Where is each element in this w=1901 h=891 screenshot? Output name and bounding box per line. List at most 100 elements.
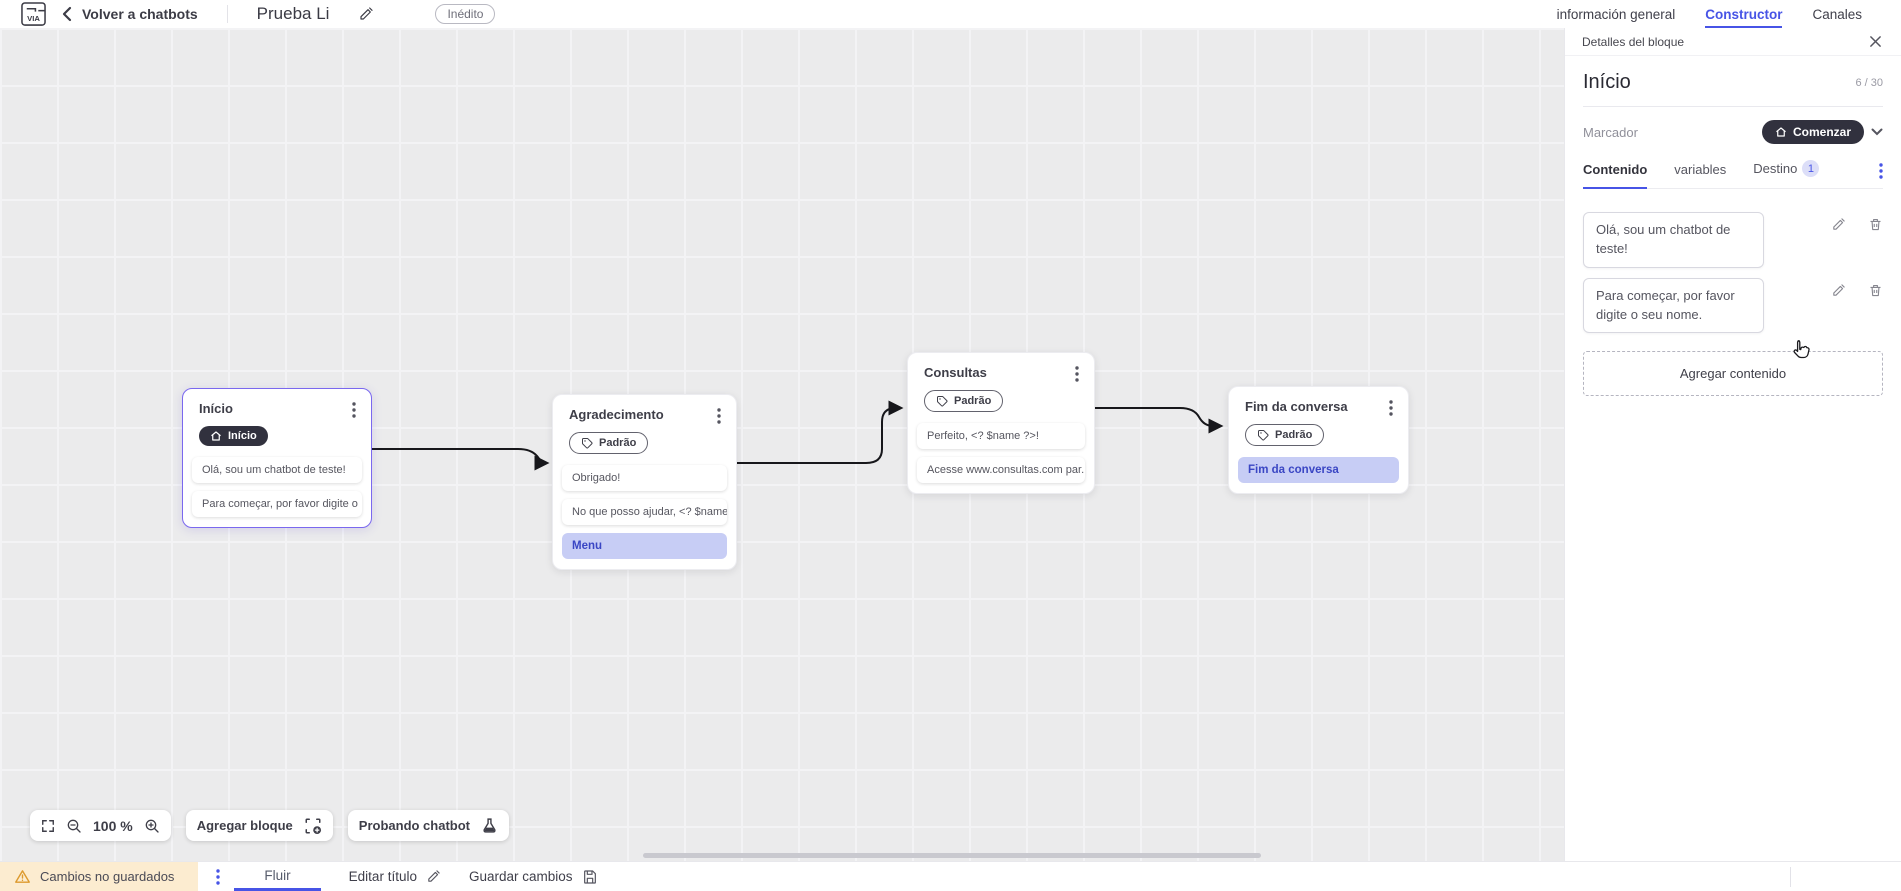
content-item: Para começar, por favor digite o seu nom… [1583, 277, 1883, 334]
flow-block-consultas[interactable]: Consultas Padrão Perfeito, <? $name ?>! … [907, 352, 1095, 494]
close-icon[interactable] [1869, 35, 1882, 48]
tab-constructor[interactable]: Constructor [1705, 0, 1783, 28]
app-logo-icon: VIA [20, 1, 47, 27]
add-block-label: Agregar bloque [196, 818, 293, 833]
zoom-in-icon[interactable] [144, 818, 160, 834]
tab-destino[interactable]: Destino 1 [1753, 160, 1820, 189]
block-title: Início [199, 401, 233, 416]
canvas-horizontal-scrollbar[interactable] [643, 853, 1261, 858]
tag-icon [581, 437, 593, 449]
tab-label: Contenido [1583, 162, 1648, 177]
zoom-level: 100 % [93, 817, 133, 834]
trash-icon[interactable] [1868, 283, 1883, 298]
block-title: Agradecimento [569, 407, 664, 422]
marker-select[interactable]: Comenzar [1761, 120, 1883, 144]
bottom-bar: Cambios no guardados Fluir Editar título… [0, 861, 1901, 891]
marker-value: Comenzar [1792, 125, 1851, 139]
edit-title-icon[interactable] [358, 6, 374, 22]
block-menu-icon[interactable] [1072, 365, 1082, 383]
edit-title-label: Editar título [348, 869, 417, 884]
panel-header: Detalles del bloque [1565, 28, 1901, 56]
content-message[interactable]: Olá, sou um chatbot de teste! [1583, 212, 1764, 268]
tag-icon [936, 395, 948, 407]
block-end-row[interactable]: Fim da conversa [1238, 457, 1399, 483]
edit-pencil-icon [426, 869, 441, 884]
back-label: Volver a chatbots [82, 6, 198, 22]
block-marker-label: Início [228, 430, 257, 442]
tab-canales[interactable]: Canales [1812, 6, 1862, 22]
panel-body: Início 6 / 30 Marcador Comenzar [1565, 56, 1901, 397]
flow-menu-icon[interactable] [216, 862, 221, 891]
chevron-down-icon [1871, 128, 1883, 136]
block-title: Consultas [924, 365, 987, 380]
tab-variables[interactable]: variables [1674, 162, 1726, 189]
unsaved-changes-label: Cambios no guardados [40, 869, 175, 884]
test-chatbot-label: Probando chatbot [358, 818, 470, 833]
flow-canvas[interactable]: Início Início Olá, sou um chatbot de tes… [0, 28, 1564, 861]
test-chatbot-button[interactable]: Probando chatbot [347, 810, 509, 841]
block-message-row[interactable]: Para começar, por favor digite o ... [192, 491, 362, 517]
add-block-button[interactable]: Agregar bloque [185, 810, 333, 841]
warning-icon [14, 868, 31, 885]
save-changes-button[interactable]: Guardar cambios [469, 862, 598, 891]
marker-label: Marcador [1583, 124, 1638, 140]
content-item: Olá, sou um chatbot de teste! [1583, 212, 1883, 268]
panel-tabs-menu-icon[interactable] [1879, 163, 1883, 188]
flask-icon [481, 817, 498, 834]
block-marker-label: Padrão [1275, 429, 1313, 441]
block-details-panel: Detalles del bloque Início 6 / 30 Marcad… [1564, 28, 1901, 861]
fullscreen-icon[interactable] [41, 819, 55, 833]
flow-tab[interactable]: Fluir [234, 862, 321, 891]
block-menu-icon[interactable] [349, 401, 359, 419]
main-nav-tabs: información general Constructor Canales [1557, 0, 1862, 28]
status-badge: Inédito [435, 4, 496, 24]
block-message-row[interactable]: Olá, sou um chatbot de teste! [192, 457, 362, 483]
save-changes-label: Guardar cambios [468, 869, 573, 884]
bottom-bar-divider [1790, 867, 1791, 887]
house-icon [210, 430, 222, 442]
block-message-row[interactable]: Obrigado! [562, 465, 727, 491]
block-marker-pill: Padrão [1245, 424, 1325, 446]
trash-icon[interactable] [1868, 217, 1883, 232]
back-to-chatbots[interactable]: Volver a chatbots [62, 6, 198, 22]
canvas-toolbar: 100 % Agregar bloque [30, 810, 509, 841]
header-left: VIA Volver a chatbots Prueba Li Inédito [20, 1, 496, 27]
flow-block-agradecimento[interactable]: Agradecimento Padrão Obrigado! No que po… [552, 394, 737, 570]
block-menu-icon[interactable] [1386, 399, 1396, 417]
block-marker-pill: Início [199, 426, 268, 446]
block-name: Início [1583, 71, 1631, 93]
panel-tabs: Contenido variables Destino 1 [1583, 160, 1883, 189]
edit-title-button[interactable]: Editar título [349, 862, 441, 891]
marker-value-pill: Comenzar [1761, 120, 1864, 144]
unsaved-changes-chip: Cambios no guardados [0, 862, 199, 891]
header-divider [226, 5, 228, 23]
content-message[interactable]: Para começar, por favor digite o seu nom… [1583, 277, 1764, 334]
main-area: Início Início Olá, sou um chatbot de tes… [0, 28, 1901, 861]
block-message-row[interactable]: Acesse www.consultas.com par... [917, 457, 1085, 483]
block-message-row[interactable]: No que posso ajudar, <? $name ... [562, 499, 727, 525]
block-message-row[interactable]: Perfeito, <? $name ?>! [917, 423, 1085, 449]
block-title: Fim da conversa [1245, 399, 1348, 414]
chatbot-title: Prueba Li [256, 4, 330, 23]
flow-block-fim-da-conversa[interactable]: Fim da conversa Padrão Fim da conversa [1228, 386, 1409, 494]
add-block-icon [304, 817, 322, 835]
edge-agradecimento-consultas [737, 400, 904, 464]
block-menu-row[interactable]: Menu [562, 533, 727, 559]
panel-title: Detalles del bloque [1582, 34, 1685, 49]
tab-label: variables [1674, 162, 1727, 177]
edge-consultas-fim [1095, 407, 1224, 434]
block-name-row: Início 6 / 30 [1583, 56, 1883, 107]
block-menu-icon[interactable] [714, 407, 724, 425]
add-content-button[interactable]: Agregar contenido [1583, 351, 1883, 397]
marker-row: Marcador Comenzar [1583, 120, 1883, 144]
tab-informacion-general[interactable]: información general [1556, 6, 1676, 22]
edit-pencil-icon[interactable] [1831, 217, 1846, 232]
save-icon [582, 869, 598, 885]
tab-contenido[interactable]: Contenido [1583, 162, 1648, 189]
chevron-left-icon [62, 6, 72, 22]
zoom-out-icon[interactable] [66, 818, 82, 834]
edit-pencil-icon[interactable] [1831, 283, 1846, 298]
flow-block-inicio[interactable]: Início Início Olá, sou um chatbot de tes… [182, 388, 372, 528]
block-marker-label: Padrão [954, 395, 992, 407]
